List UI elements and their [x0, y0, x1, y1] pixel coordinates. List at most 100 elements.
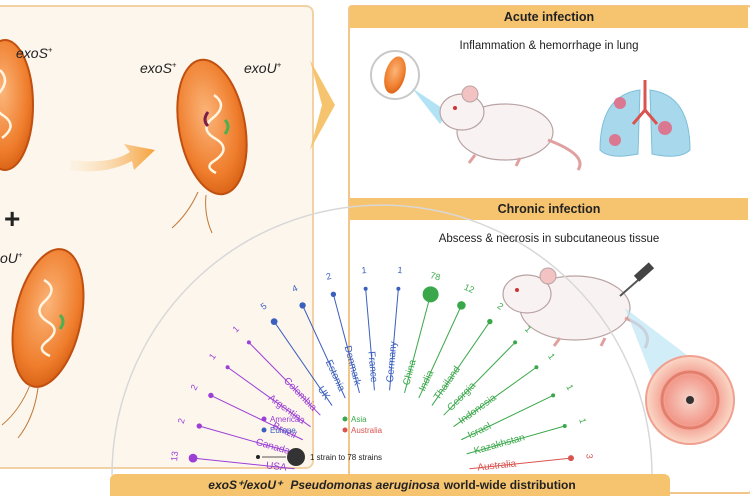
spoke-thailand: [431, 321, 491, 406]
country-uk: UK: [315, 384, 332, 402]
mouse-chronic-icon: [502, 267, 649, 349]
count-kazakhstan: 1: [577, 417, 588, 425]
distribution-title-gene: exoS⁺/exoU⁺: [208, 478, 283, 492]
dot-colombia: [246, 340, 251, 345]
legend-asia-dot: [342, 416, 348, 422]
bacterium-exoS-exoU-icon: [171, 58, 248, 234]
country-usa: USA: [265, 460, 287, 473]
country-denmark: Denmark: [342, 345, 363, 388]
spoke-argentina: [227, 366, 311, 428]
count-thailand: 2: [496, 301, 506, 312]
spoke-brazil: [210, 394, 303, 441]
dot-indonesia: [534, 365, 539, 370]
dot-israel: [551, 393, 556, 398]
country-india: India: [417, 368, 436, 393]
legend-america: America: [270, 415, 300, 424]
count-australia: 3: [584, 453, 594, 459]
country-australia: Australia: [477, 459, 517, 474]
scale-min-dot: [256, 455, 260, 459]
bacterium-exoU-icon: [1, 248, 85, 439]
acute-infection-title: Acute infection: [503, 10, 595, 24]
count-indonesia: 1: [546, 351, 557, 361]
dot-georgia: [513, 340, 518, 345]
count-colombia: 1: [231, 324, 242, 335]
country-china: China: [401, 358, 418, 386]
count-georgia: 1: [523, 324, 534, 335]
legend-america-dot: [261, 416, 267, 422]
spoke-canada: [199, 425, 298, 455]
bacterium-exoS-icon: [0, 39, 34, 171]
chronic-infection-header: Chronic infection: [350, 198, 748, 220]
dot-kazakhstan: [562, 424, 567, 429]
arrow-merge-icon: [70, 144, 155, 172]
legend-asia: Asia: [351, 415, 367, 424]
count-india: 12: [463, 282, 476, 295]
spoke-indonesia: [453, 366, 537, 428]
dot-canada: [196, 423, 202, 429]
count-brazil: 2: [189, 383, 200, 392]
spoke-germany: [389, 288, 399, 391]
acute-infection-header: Acute infection: [350, 6, 748, 28]
label-exoU-bottom: oU+: [0, 250, 23, 266]
legend-europe: Europe: [270, 426, 296, 435]
dot-france: [363, 286, 368, 291]
label-exoU-middle: exoU+: [244, 60, 282, 76]
subcutaneous-lesion-icon: [645, 355, 735, 445]
count-canada: 2: [176, 417, 187, 425]
spoke-israel: [461, 394, 554, 441]
dot-china: [422, 286, 439, 303]
plus-sign: +: [4, 203, 21, 234]
dot-estonia: [299, 302, 306, 309]
count-estonia: 4: [290, 283, 299, 294]
dot-brazil: [208, 392, 214, 399]
lungs-icon: [599, 80, 691, 157]
spoke-colombia: [248, 342, 321, 416]
label-exoS-middle: exoS+: [140, 60, 177, 76]
spoke-australia: [469, 457, 572, 470]
chronic-caption: Abscess & necrosis in subcutaneous tissu…: [438, 233, 660, 245]
dot-uk: [270, 318, 278, 325]
count-germany: 1: [397, 265, 403, 275]
mouse-acute-icon: [370, 50, 582, 171]
count-china: 78: [429, 270, 441, 282]
spoke-estonia: [302, 305, 346, 399]
distribution-arc: [111, 204, 653, 476]
dot-germany: [396, 286, 401, 291]
spoke-usa: [192, 457, 295, 470]
arrow-to-infection-icon: [310, 60, 335, 150]
label-exoS-top: exoS+: [16, 45, 53, 61]
dot-australia: [567, 455, 574, 462]
count-usa: 13: [169, 451, 180, 462]
spoke-china: [404, 294, 432, 394]
count-denmark: 2: [325, 271, 332, 282]
spoke-georgia: [443, 342, 516, 416]
legend-scale-label: 1 strain to 78 strains: [310, 453, 382, 462]
count-argentina: 1: [207, 351, 218, 361]
country-israel: Israel: [466, 421, 493, 442]
country-canada: Canada: [254, 437, 291, 457]
dot-argentina: [225, 365, 230, 370]
distribution-title-rest: world-wide distribution: [443, 478, 576, 492]
dot-thailand: [487, 318, 493, 325]
legend-australia-dot: [342, 427, 348, 433]
country-germany: Germany: [385, 341, 400, 383]
spoke-kazakhstan: [466, 425, 565, 455]
spoke-uk: [273, 321, 333, 406]
region-legend: America Europe Asia Australia 1 strain t…: [256, 415, 383, 466]
acute-caption: Inflammation & hemorrhage in lung: [459, 40, 639, 52]
dot-india: [457, 301, 466, 310]
chronic-infection-title: Chronic infection: [497, 202, 601, 216]
country-france: France: [365, 351, 379, 383]
dot-usa: [188, 453, 198, 463]
spoke-france: [365, 288, 375, 391]
distribution-title-species: Pseudomonas aeruginosa: [290, 478, 440, 492]
spoke-denmark: [332, 294, 360, 394]
legend-australia: Australia: [351, 426, 383, 435]
syringe-icon: [619, 262, 655, 297]
distribution-title: exoS⁺/exoU⁺ Pseudomonas aeruginosa world…: [110, 474, 670, 496]
count-uk: 5: [259, 301, 269, 312]
count-france: 1: [361, 265, 367, 275]
spoke-india: [418, 305, 462, 399]
legend-europe-dot: [261, 427, 267, 433]
